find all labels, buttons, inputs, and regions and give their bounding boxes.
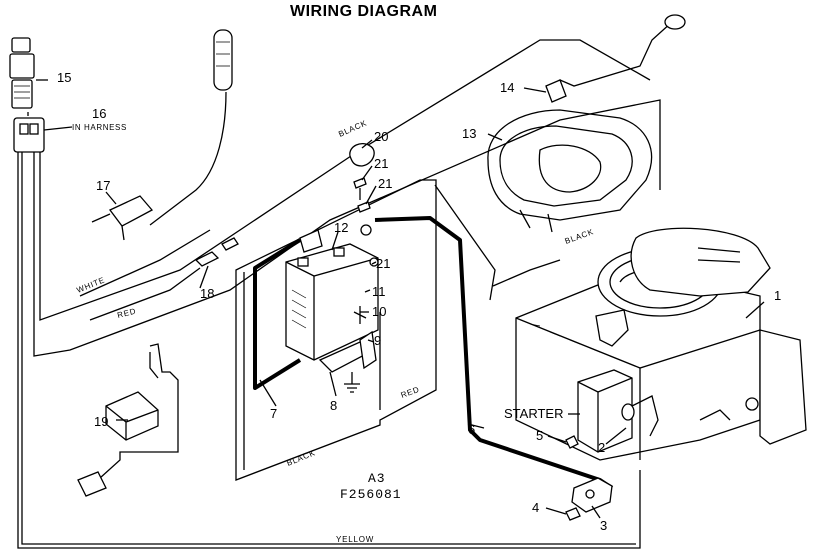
leader-21c: [371, 261, 377, 265]
yellow-wire: [17, 150, 641, 549]
leader-20: [361, 139, 373, 149]
leader-8: [329, 371, 337, 397]
wire-label-red-center: RED: [400, 385, 421, 400]
wire-label-black-right: BLACK: [564, 227, 595, 246]
engine: [515, 227, 807, 461]
callout-14: 14: [500, 80, 514, 95]
leader-13: [487, 133, 503, 141]
wire-label-black-top: BLACK: [337, 118, 368, 139]
callout-8: 8: [330, 398, 337, 413]
callout-4: 4: [532, 500, 539, 515]
black-wire-engine: [434, 184, 496, 301]
callout-20: 20: [374, 129, 388, 144]
callout-19: 19: [94, 414, 108, 429]
cap-20: [349, 142, 375, 167]
callout-6: 6: [468, 422, 475, 437]
callout-1: 1: [774, 288, 781, 303]
model-code-line2: F256081: [340, 487, 402, 502]
label-in-harness: IN HARNESS: [72, 123, 127, 132]
throttle-handle: [213, 29, 233, 91]
module-19: [77, 343, 179, 497]
diagram-title: WIRING DIAGRAM: [290, 3, 437, 20]
leader-21a: [361, 165, 373, 181]
wire-label-yellow: YELLOW: [336, 535, 374, 544]
wire-label-white: WHITE: [75, 275, 106, 295]
screw-21b: [357, 201, 371, 213]
ignition-switch: [9, 37, 35, 109]
callout-21a: 21: [374, 156, 388, 171]
interlock-switch: [91, 195, 154, 241]
throttle-cable: [149, 91, 227, 226]
leader-17: [105, 191, 117, 205]
leader-1: [745, 301, 765, 319]
yellow-wire-inner: [21, 150, 636, 545]
nut-4: [565, 507, 581, 521]
callout-13: 13: [462, 126, 476, 141]
ground-symbol: [344, 372, 360, 393]
inline-connector: [194, 237, 239, 267]
battery-bracket: [318, 306, 377, 373]
callout-12: 12: [334, 220, 348, 235]
black-wire-top: [33, 99, 661, 357]
leader-16b: [43, 126, 73, 131]
callout-18: 18: [200, 286, 214, 301]
leader-6: [467, 423, 485, 429]
throttle-lever: [545, 14, 686, 103]
leader-14: [523, 87, 547, 93]
starter-motor: [577, 369, 659, 453]
leader-7: [259, 379, 277, 407]
control-assembly: [487, 109, 653, 233]
leader-18: [199, 265, 209, 289]
leader-3: [591, 505, 601, 519]
leader-2: [605, 427, 627, 445]
battery-frame: [235, 179, 437, 481]
red-wire-left: [89, 267, 201, 321]
harness-connector: [13, 112, 45, 153]
black-wire-engine-2: [492, 259, 561, 287]
wire-label-black-bottom: BLACK: [285, 448, 316, 468]
leader-5: [547, 435, 567, 443]
ground-cable: [253, 238, 302, 390]
callout-11: 11: [372, 284, 386, 299]
callout-21b: 21: [378, 176, 392, 191]
leader-21b: [365, 185, 377, 205]
bolt-5: [565, 435, 579, 449]
callout-9: 9: [374, 333, 381, 348]
white-wire: [79, 229, 211, 297]
callout-16-top: 16: [92, 106, 106, 121]
callout-5: 5: [536, 428, 543, 443]
callout-21c: 21: [376, 256, 390, 271]
leader-9: [367, 339, 375, 343]
callout-3: 3: [600, 518, 607, 533]
label-starter: STARTER: [504, 406, 563, 421]
screw-21a: [353, 177, 367, 200]
leader-11: [364, 289, 371, 293]
callout-15: 15: [57, 70, 71, 85]
callout-7: 7: [270, 406, 277, 421]
callout-10: 10: [372, 304, 386, 319]
starter-solenoid: [571, 477, 613, 513]
callout-2: 2: [598, 440, 605, 455]
callout-17: 17: [96, 178, 110, 193]
model-code-line1: A3: [368, 471, 386, 486]
battery: [285, 243, 379, 361]
leader-4: [545, 507, 567, 515]
leader-12: [331, 231, 339, 251]
